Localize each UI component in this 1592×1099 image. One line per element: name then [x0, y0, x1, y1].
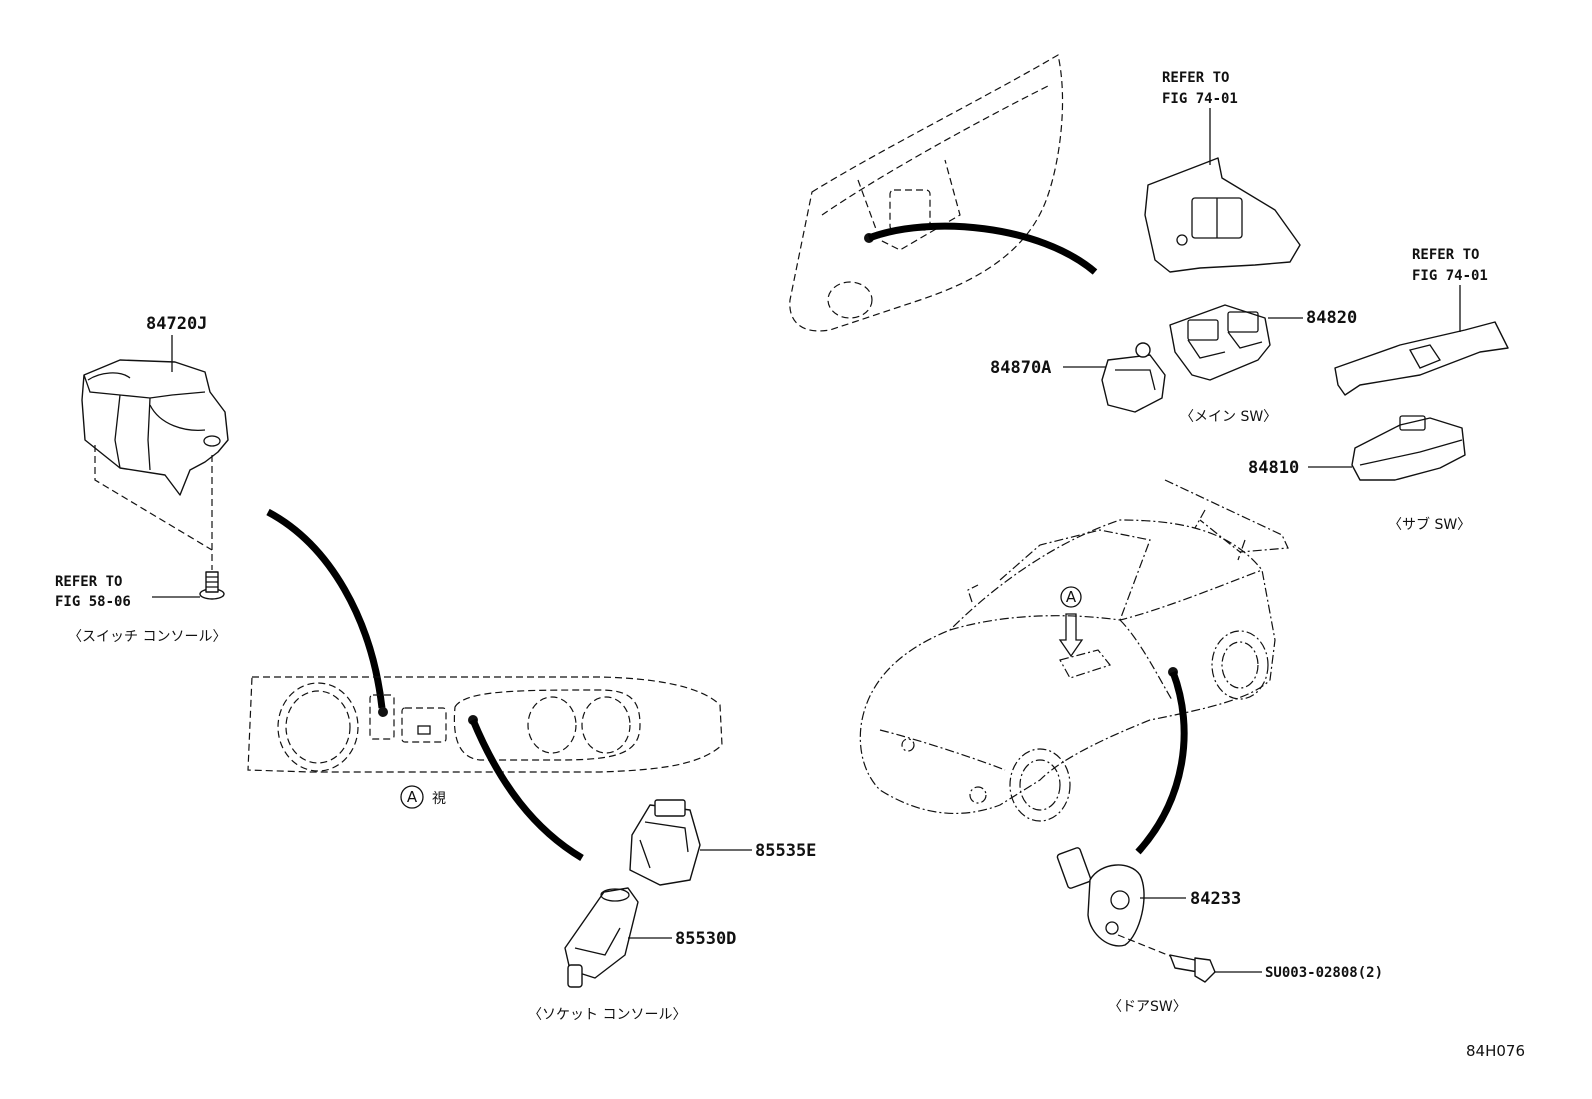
part-label-84870A: 84870A: [990, 358, 1051, 378]
callout-arc-door-sw: [1135, 670, 1188, 855]
refer-label-fig7401a-line1: REFER TO: [1162, 70, 1229, 86]
part-label-85530D: 85530D: [675, 929, 736, 949]
part-label-84820: 84820: [1306, 308, 1357, 328]
refer-label-fig7401a-line2: FIG 74-01: [1162, 91, 1238, 107]
car-marker-arrow: [1058, 613, 1084, 658]
view-a-circle: [400, 785, 424, 809]
caption-sub-sw: 〈サブ SW〉: [1388, 516, 1471, 533]
view-a-letter: A: [407, 788, 418, 806]
refer-label-fig5806-line2: FIG 58-06: [55, 594, 131, 610]
center-console: [247, 676, 723, 773]
refer-label-fig7401b-line1: REFER TO: [1412, 247, 1479, 263]
callout-arc-socket: [469, 718, 584, 862]
main-window-switch: [1169, 304, 1271, 381]
car-outline: [859, 479, 1289, 822]
socket-holder-part: [629, 799, 701, 886]
door-switch-part: [1056, 847, 1145, 947]
refer-label-fig7401b-line2: FIG 74-01: [1412, 268, 1488, 284]
sub-window-switch: [1351, 415, 1466, 481]
door-trim: [789, 54, 1064, 332]
caption-switch-console: 〈スイッチ コンソール〉: [68, 629, 226, 645]
callout-arc-door: [867, 222, 1098, 275]
caption-door-sw: 〈ドアSW〉: [1108, 999, 1187, 1015]
part-label-84720J: 84720J: [146, 314, 207, 334]
switch-console-screw: [199, 571, 225, 600]
car-marker-circle: [1060, 586, 1082, 608]
door-switch-bolt: [1169, 954, 1216, 983]
main-sw-bezel: [1144, 157, 1301, 273]
part-label-bolt: SU003-02808(2): [1265, 965, 1383, 981]
caption-main-sw: 〈メイン SW〉: [1180, 409, 1277, 425]
part-label-85535E: 85535E: [755, 841, 816, 861]
caption-socket-console: 〈ソケット コンソール〉: [528, 1007, 686, 1023]
sub-sw-bezel: [1334, 321, 1509, 396]
part-label-84233: 84233: [1190, 889, 1241, 909]
car-marker-letter: A: [1066, 588, 1077, 606]
callout-arc-switch: [266, 508, 386, 709]
part-label-84810: 84810: [1248, 458, 1299, 478]
view-a-suffix: 視: [432, 791, 446, 807]
cigarette-socket-part: [564, 887, 639, 988]
switch-console-part: [81, 359, 229, 496]
figure-id: 84H076: [1466, 1042, 1525, 1060]
refer-label-fig5806-line1: REFER TO: [55, 574, 122, 590]
lock-switch-part: [1101, 342, 1166, 413]
